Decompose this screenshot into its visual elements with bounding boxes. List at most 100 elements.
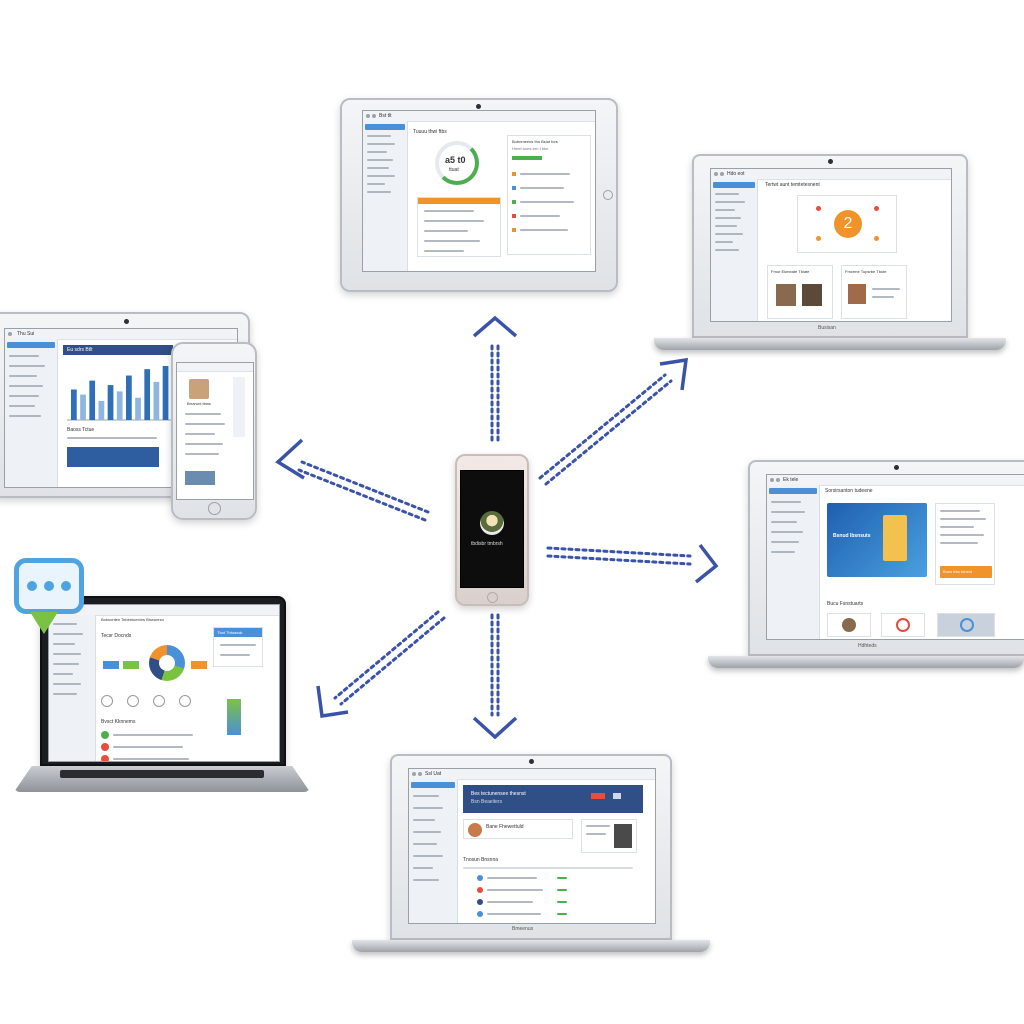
- phone-screen: tbdisbr tmbrsh: [460, 470, 524, 588]
- chart-bar: [89, 380, 96, 420]
- laptop-top-right: Hdo eot Tertwt aunt temtetesnent 2: [654, 154, 1006, 352]
- avatar: [468, 823, 482, 837]
- donut-chart: [149, 645, 185, 681]
- arrow-up-head: [472, 315, 518, 338]
- nav-banner: Bes tectunensee thesnst Bsn Beaeiters: [463, 785, 643, 813]
- arrow-upper-right-shaft: [538, 373, 667, 480]
- laptop-left-screen: Boknonten Tebentuenins Bhwunrsn Tecsr Do…: [48, 604, 280, 762]
- brand-label: Busisan: [818, 325, 836, 331]
- task-list: [417, 197, 501, 257]
- chart-bar: [135, 397, 141, 420]
- list-title: Bvsct Kknnems: [101, 719, 136, 725]
- arrow-lower-left-shaft: [333, 610, 440, 700]
- badge-value: 2: [843, 215, 853, 232]
- laptop-bottom: Ssl Uat Bes tectunensee thesnst Bsn Beae…: [352, 754, 710, 954]
- right-sub: Hmet tunrs brn t bkn: [512, 146, 549, 151]
- sidebar-item-active[interactable]: [411, 782, 455, 788]
- tag-label: Tbot Thtuwcdr: [217, 630, 243, 635]
- laptop-right: Ek tele Sorsirsanton tudeene Bsnud Ibsns…: [708, 460, 1024, 670]
- app-title: Bst tlt: [379, 113, 392, 119]
- card-right-title: Fmcrme Tupsrbe Tbote: [845, 269, 887, 274]
- app-title: Hdo eot: [727, 171, 745, 177]
- laptop-top-right-screen: Hdo eot Tertwt aunt temtetesnent 2: [710, 168, 952, 322]
- hero-image: Bsnud Ibsnsuts: [827, 503, 927, 577]
- arrow-down-head: [472, 716, 518, 740]
- app-title: Ek tele: [783, 477, 799, 483]
- arrow-right-shaft: [546, 546, 692, 558]
- sidebar-item-active[interactable]: [769, 488, 817, 494]
- chart-bar: [126, 375, 132, 420]
- sidebar-item-active[interactable]: [713, 182, 755, 188]
- arrow-lower-left-head: [316, 685, 349, 719]
- gauge: a5 t0 ttuat: [435, 141, 479, 185]
- cta-card: Bnes trbs tuhent: [935, 503, 995, 585]
- badge-circle: 2: [834, 210, 862, 238]
- tablet-top: Bst tlt Tuuuu thwi ftbs a5 t0 ttuat: [340, 98, 618, 292]
- gauge-value: a5 t0: [445, 155, 466, 165]
- chart-bar: [153, 381, 160, 420]
- nav-bar: Eu sdrs Btlt: [63, 345, 173, 355]
- header: Sorsirsanton tudeene: [825, 488, 873, 494]
- brand-label: Hdhteds: [858, 643, 877, 649]
- chart-bar: [116, 391, 123, 420]
- app-title: Ssl Uat: [425, 771, 442, 777]
- laptop-right-screen: Ek tele Sorsirsanton tudeene Bsnud Ibsns…: [766, 474, 1024, 640]
- tag-button[interactable]: Tbot Thtuwcdr: [214, 628, 262, 637]
- brand-label: Bmeenus: [512, 926, 534, 932]
- thumb-3: [937, 613, 995, 637]
- sidebar-item-active[interactable]: [365, 124, 405, 130]
- arrow-upper-right-head: [659, 357, 689, 391]
- phone-left-screen: Brrarunt tbws: [176, 362, 254, 500]
- header: Tertwt aunt temtetesnent: [765, 182, 820, 188]
- tablet-top-screen: Bst tlt Tuuuu thwi ftbs a5 t0 ttuat: [362, 110, 596, 272]
- avatar-logo-icon: [480, 511, 504, 535]
- sidebar-item-active[interactable]: [7, 342, 55, 348]
- chat-bubble-icon: [14, 558, 84, 640]
- nav-sub: Bsn Beaeiters: [471, 799, 503, 805]
- chart-caption: Baoss Tctue: [67, 427, 95, 433]
- nav-text: Bes tectunensee thesnst: [471, 791, 526, 797]
- center-phone: tbdisbr tmbrsh: [455, 454, 529, 606]
- badge-card: 2: [797, 195, 897, 253]
- side-card: [581, 819, 637, 853]
- app-title: Thu Sui: [17, 331, 35, 337]
- section-title: Tnosun Bnsnna: [463, 857, 499, 863]
- bar-chart: [67, 366, 177, 421]
- keyboard-deck: [14, 766, 310, 792]
- phone-caption: tbdisbr tmbrsh: [471, 541, 503, 547]
- home-button[interactable]: [208, 502, 221, 515]
- arrow-right-head: [694, 543, 719, 584]
- tag-card: Tbot Thtuwcdr: [213, 627, 263, 667]
- arrow-left-shaft: [300, 460, 430, 514]
- chart-bar: [98, 400, 105, 420]
- thumb-2: [881, 613, 925, 637]
- tablet-home-button[interactable]: [603, 190, 613, 200]
- nav-text: Eu sdrs Btlt: [67, 347, 93, 353]
- laptop-bottom-screen: Ssl Uat Bes tectunensee thesnst Bsn Beae…: [408, 768, 656, 924]
- card-left-title: Fmor Ekmeate Tbiate: [771, 269, 810, 274]
- profile-card: Bane Fhewettuld: [463, 819, 573, 839]
- hero-text: Bsnud Ibsnsuts: [833, 533, 871, 539]
- cta-label: Bnes trbs tuhent: [943, 569, 973, 574]
- phone-left: Brrarunt tbws: [171, 342, 257, 520]
- home-button[interactable]: [487, 592, 498, 603]
- chart-bar: [71, 389, 77, 420]
- activity-panel: Bubnmeeus thu Bslut fors Hmet tunrs brn …: [507, 135, 591, 255]
- gauge-sub: ttuat: [449, 167, 459, 173]
- chart-bar: [144, 369, 151, 420]
- arrow-left-head: [275, 438, 305, 480]
- bottom-title: Bucu Fsnstuarts: [827, 601, 864, 607]
- summary-banner: [67, 447, 159, 467]
- chart-bar: [80, 394, 86, 420]
- cta-button[interactable]: Bnes trbs tuhent: [940, 566, 992, 578]
- panel-title: Tuuuu thwi ftbs: [413, 129, 447, 135]
- right-title: Bubnmeeus thu Bslut fors: [512, 139, 558, 144]
- laptop-left: Boknonten Tebentuenins Bhwunrsn Tecsr Do…: [14, 596, 310, 796]
- chart-bar: [162, 366, 169, 420]
- panel-title: Tecsr Docnds: [101, 633, 132, 639]
- profile-name: Bane Fhewettuld: [486, 824, 524, 830]
- header: Boknonten Tebentuenins Bhwunrsn: [101, 617, 164, 622]
- thumb-1: [827, 613, 871, 637]
